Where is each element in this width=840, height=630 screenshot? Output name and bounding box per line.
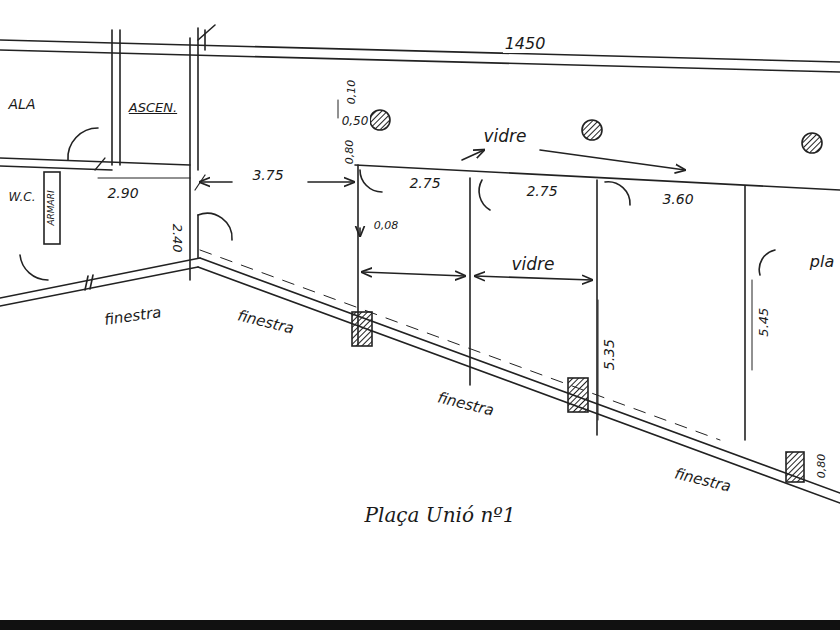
- dimension-label: 3.75: [250, 168, 285, 183]
- dimension-label: 5.35: [602, 337, 617, 372]
- dimension-label: 2.40: [169, 222, 183, 255]
- dimension-label: 1450: [503, 35, 548, 53]
- dimension-label: 2.75: [524, 184, 559, 199]
- room-label: vidre: [509, 255, 556, 274]
- dimension-label: 5.45: [757, 306, 771, 339]
- plan-caption: Plaça Unió nº1: [365, 503, 516, 527]
- dimension-label: 2.90: [105, 186, 140, 201]
- dimension-label: 0,08: [372, 220, 401, 232]
- room-label: pla: [808, 253, 836, 271]
- dimension-label: 3.60: [660, 192, 695, 207]
- room-label: W.C.: [7, 191, 38, 204]
- room-label: finestra: [101, 304, 164, 329]
- room-label: finestra: [434, 389, 498, 420]
- room-label: vidre: [481, 127, 528, 146]
- dimension-label: 0,80: [816, 452, 828, 481]
- dimension-label: 0,80: [344, 138, 356, 167]
- room-label: ALA: [7, 97, 38, 112]
- room-label: ARMARI: [47, 188, 57, 227]
- dimension-label: 2.75: [407, 176, 442, 191]
- dimension-label: 0,50: [340, 115, 371, 128]
- dimension-label: 0,10: [346, 78, 358, 107]
- room-label: ASCEN.: [127, 101, 179, 115]
- room-label: finestra: [234, 307, 298, 338]
- room-label: finestra: [671, 465, 735, 496]
